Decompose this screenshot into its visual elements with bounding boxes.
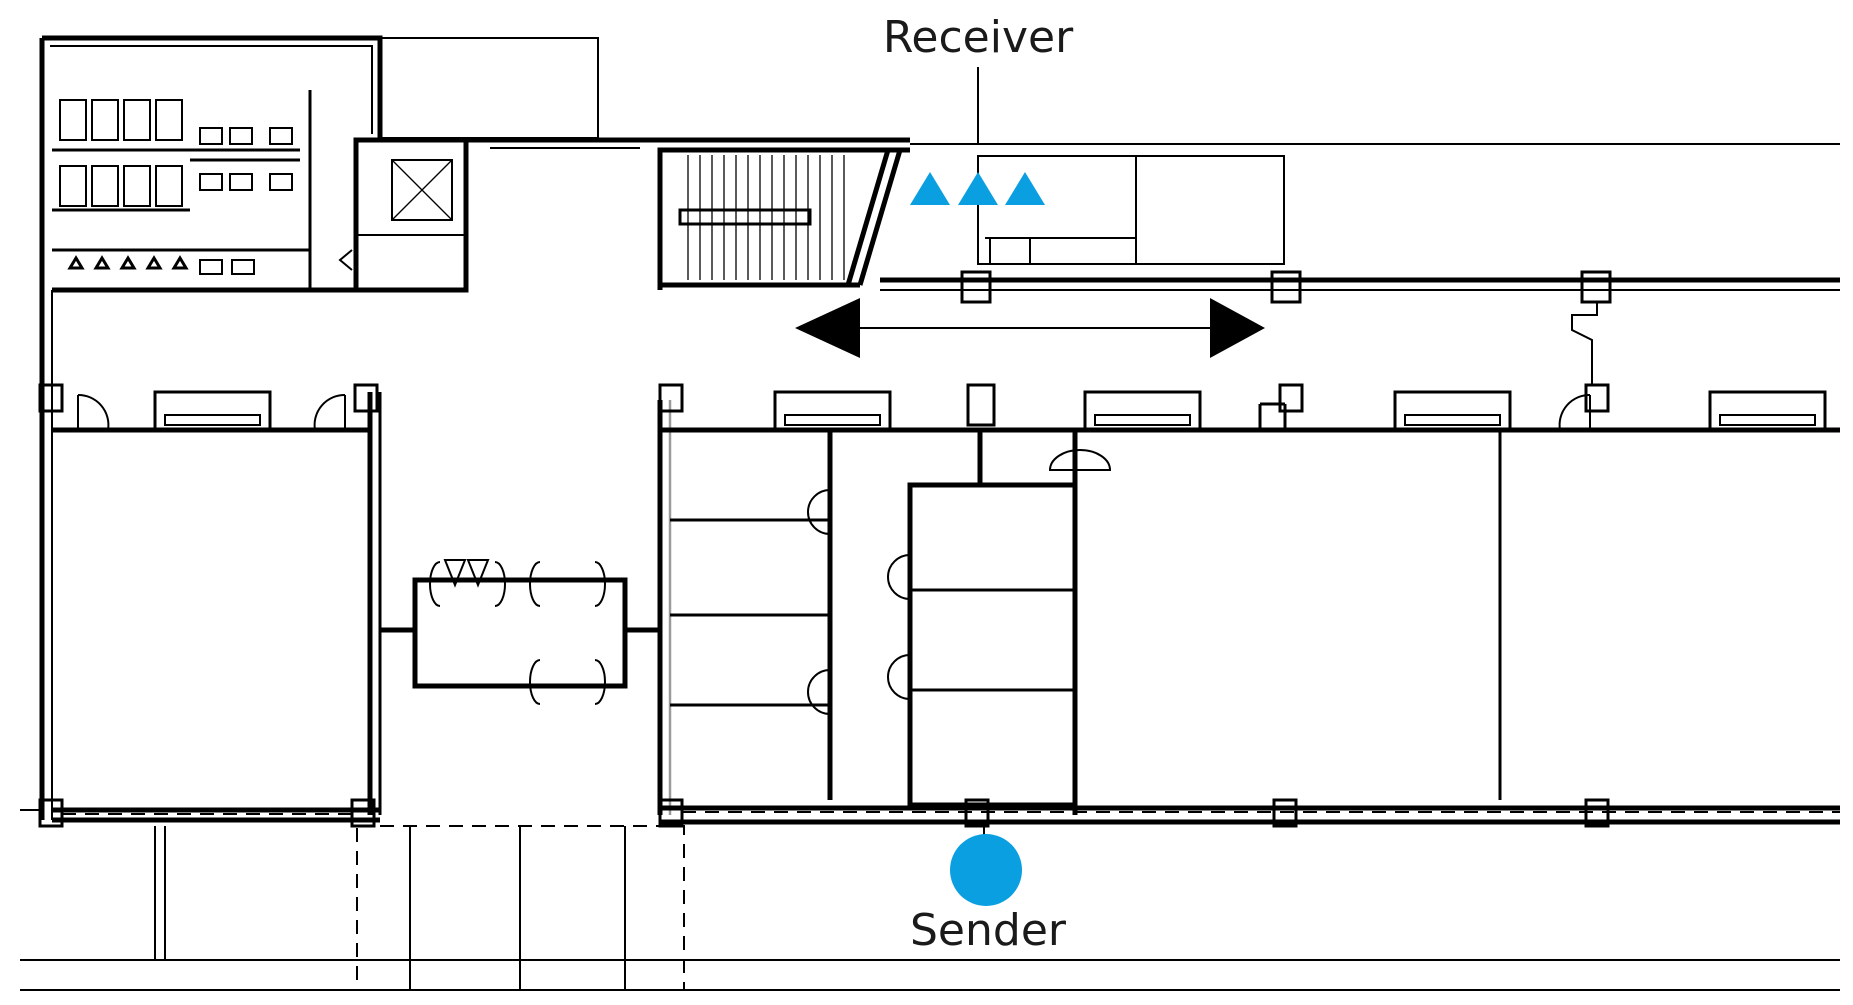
receiver-marker-3 — [1005, 172, 1045, 205]
stair-treads — [687, 155, 845, 280]
receiver-marker-2 — [958, 172, 998, 205]
sender-marker — [950, 834, 1022, 906]
walls — [20, 35, 1840, 991]
sender-group: Sender — [910, 826, 1067, 956]
receiver-label: Receiver — [883, 12, 1074, 63]
receiver-marker-1 — [910, 172, 950, 205]
sender-label: Sender — [910, 905, 1067, 956]
meeting-chairs — [429, 559, 606, 705]
conduit — [1571, 302, 1598, 385]
toilet-stalls — [59, 99, 293, 275]
direction-arrow-icon — [795, 298, 1265, 358]
wall-ticks — [62, 811, 1840, 815]
fixtures — [59, 99, 1827, 705]
receiver-group: Receiver — [883, 12, 1074, 205]
doors — [77, 249, 1591, 715]
